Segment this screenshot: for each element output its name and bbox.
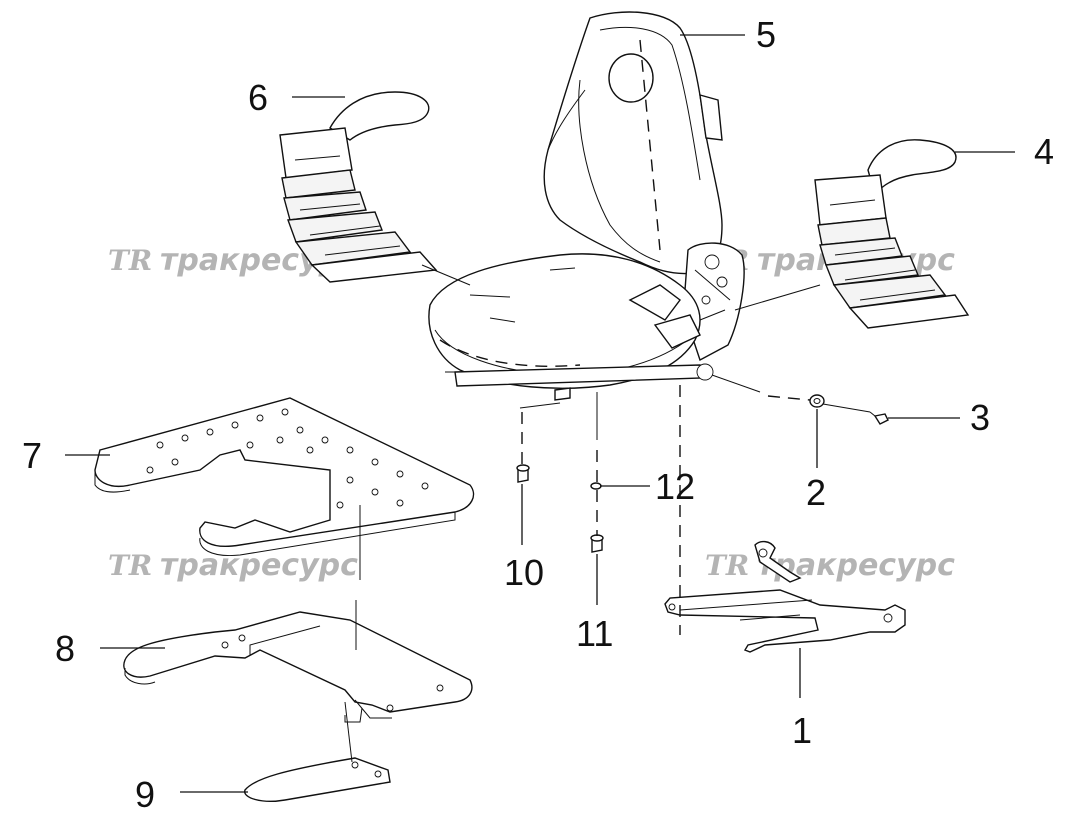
seat-cushion bbox=[428, 253, 714, 401]
callout-12: 12 bbox=[655, 466, 695, 507]
callout-8: 8 bbox=[55, 628, 75, 669]
watermark-logo: TR bbox=[108, 549, 152, 582]
washer-part-12 bbox=[590, 482, 602, 490]
base-bracket bbox=[664, 540, 906, 653]
callout-2: 2 bbox=[806, 472, 826, 513]
callout-4: 4 bbox=[1034, 131, 1054, 172]
callout-6: 6 bbox=[248, 77, 268, 118]
callout-1: 1 bbox=[792, 710, 812, 751]
leader-lines bbox=[65, 34, 1015, 793]
callout-11: 11 bbox=[576, 613, 613, 654]
callout-labels: 1 2 3 4 5 6 7 8 9 10 11 12 bbox=[22, 14, 1054, 815]
lower-mounting-plate bbox=[123, 611, 473, 719]
bolt-part-10 bbox=[516, 464, 530, 483]
watermark-logo: TR bbox=[705, 549, 749, 582]
watermark-text: тракресурс bbox=[160, 548, 358, 583]
callout-3: 3 bbox=[970, 397, 990, 438]
assembly-lines bbox=[344, 264, 871, 763]
seat-backrest bbox=[543, 11, 745, 362]
washer-part-2 bbox=[809, 394, 825, 408]
callout-5: 5 bbox=[756, 14, 776, 55]
bolt-part-11 bbox=[590, 534, 604, 553]
callout-9: 9 bbox=[135, 774, 155, 815]
watermark-4: TR тракресурс bbox=[705, 548, 955, 583]
callout-10: 10 bbox=[504, 552, 544, 593]
bolt-part-3 bbox=[869, 411, 889, 425]
callout-7: 7 bbox=[22, 435, 42, 476]
watermark-3: TR тракресурс bbox=[108, 548, 358, 583]
plate-holes bbox=[146, 408, 429, 509]
upper-mounting-plate bbox=[94, 397, 475, 557]
armrest-left bbox=[279, 91, 438, 283]
small-bracket bbox=[244, 707, 391, 802]
watermark-logo: TR bbox=[108, 244, 152, 277]
armrest-right bbox=[814, 139, 970, 329]
